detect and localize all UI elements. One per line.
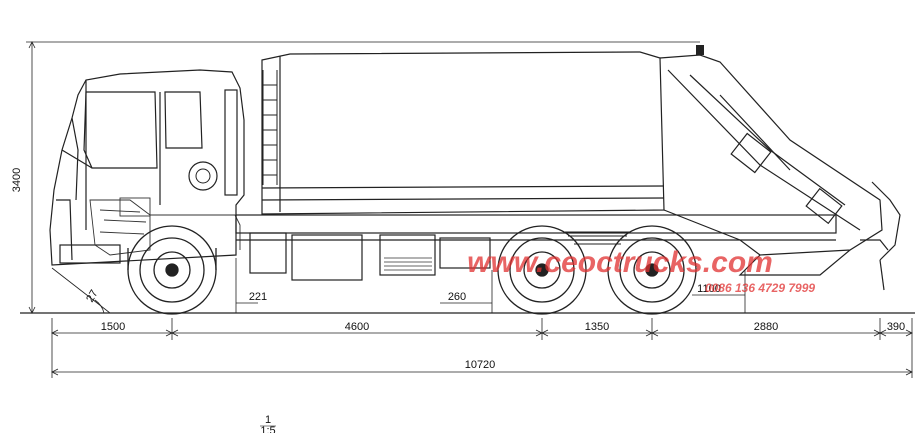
fuel-tank — [384, 257, 432, 271]
compactor-body — [261, 51, 665, 215]
rear-wheel-2 — [607, 225, 697, 315]
front-wheel — [127, 225, 217, 315]
axle-spacing-label: 1350 — [585, 321, 609, 333]
tail-extension-label: 390 — [887, 321, 905, 333]
watermark-site: www.ceoctrucks.com — [467, 246, 773, 279]
beacon-light — [696, 45, 704, 55]
cab — [49, 69, 245, 266]
wheelbase-label: 4600 — [345, 321, 369, 333]
height-dimension-label: 3400 — [11, 168, 23, 192]
rear-suspension — [565, 231, 630, 245]
mid-clearance-label: 260 — [448, 291, 466, 303]
body-ladder — [262, 70, 278, 185]
rear-overhang-label: 2880 — [754, 321, 778, 333]
overall-length-label: 10720 — [465, 359, 496, 371]
rear-wheel-1 — [497, 225, 587, 315]
watermark-phone: 0086 136 4729 7999 — [705, 281, 815, 295]
engine-chassis-detail — [89, 197, 241, 256]
front-overhang-label: 1500 — [101, 321, 125, 333]
scale-note-denominator: 1:5 — [260, 425, 275, 433]
chassis-frame — [235, 214, 837, 281]
scale-note-numerator: 1 — [265, 414, 271, 426]
front-clearance-label: 221 — [249, 291, 267, 303]
approach-angle-label: 27 — [84, 288, 101, 305]
tailgate-loader — [659, 54, 901, 291]
rear-clearance-label: 1100 — [697, 283, 721, 295]
dimension-lines — [26, 41, 913, 378]
cab-spare-wheel — [188, 161, 218, 191]
